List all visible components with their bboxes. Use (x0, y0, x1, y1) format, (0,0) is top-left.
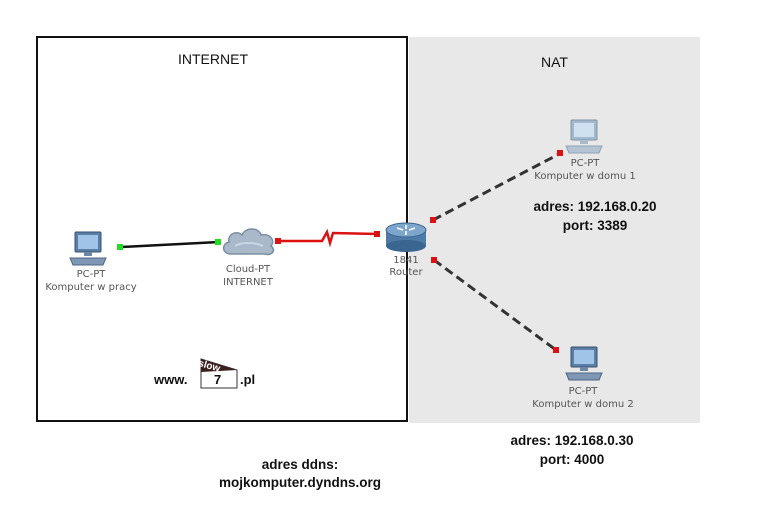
pc1-port: port: 3389 (562, 218, 628, 233)
pc2-port: port: 4000 (539, 452, 605, 467)
internet-title: INTERNET (178, 51, 248, 67)
home-pc-1-type: PC-PT (570, 158, 600, 169)
link-router-pc1[interactable] (432, 151, 562, 222)
work-pc-type: PC-PT (76, 269, 106, 280)
cloud-icon (222, 228, 275, 256)
device-home-pc-2[interactable] (564, 346, 604, 387)
status-light (557, 150, 563, 156)
nat-title: NAT (541, 54, 568, 70)
nat-area (409, 37, 700, 423)
router-model: 1841 (393, 255, 419, 266)
pc-icon (69, 231, 107, 266)
link-work-pc-cloud[interactable] (120, 240, 220, 249)
home-pc-1-name: Komputer w domu 1 (534, 171, 636, 182)
router-icon (385, 222, 427, 252)
pc-icon (565, 346, 603, 381)
status-light (374, 231, 380, 237)
device-work-pc[interactable] (68, 231, 108, 272)
home-pc-2-name: Komputer w domu 2 (532, 399, 634, 410)
pc-icon (565, 119, 603, 154)
cloud-type: Cloud-PT (225, 264, 271, 275)
pc1-address: adres: 192.168.0.20 (533, 199, 657, 214)
status-light (117, 244, 123, 250)
site-logo: www. slow 7 .pl (152, 356, 267, 392)
ddns-label: adres ddns: (261, 457, 339, 472)
link-router-pc2[interactable] (433, 258, 557, 352)
logo-suffix: .pl (240, 372, 256, 387)
device-home-pc-1[interactable] (564, 119, 604, 160)
router-name: Router (389, 267, 423, 278)
device-router[interactable] (383, 219, 429, 258)
status-light (275, 238, 281, 244)
ddns-host: mojkomputer.dyndns.org (218, 475, 381, 490)
work-pc-name: Komputer w pracy (45, 282, 137, 293)
logo-badge-number: 7 (214, 372, 222, 387)
logo-prefix: www. (154, 372, 188, 387)
status-light (553, 347, 559, 353)
home-pc-2-type: PC-PT (568, 386, 598, 397)
cloud-name: INTERNET (223, 277, 273, 288)
status-light (430, 217, 436, 223)
link-cloud-router[interactable] (279, 228, 379, 248)
device-cloud[interactable] (219, 224, 279, 263)
status-light (215, 239, 221, 245)
logo-badge-icon (200, 358, 238, 389)
status-light (431, 257, 437, 263)
pc2-address: adres: 192.168.0.30 (510, 433, 634, 448)
